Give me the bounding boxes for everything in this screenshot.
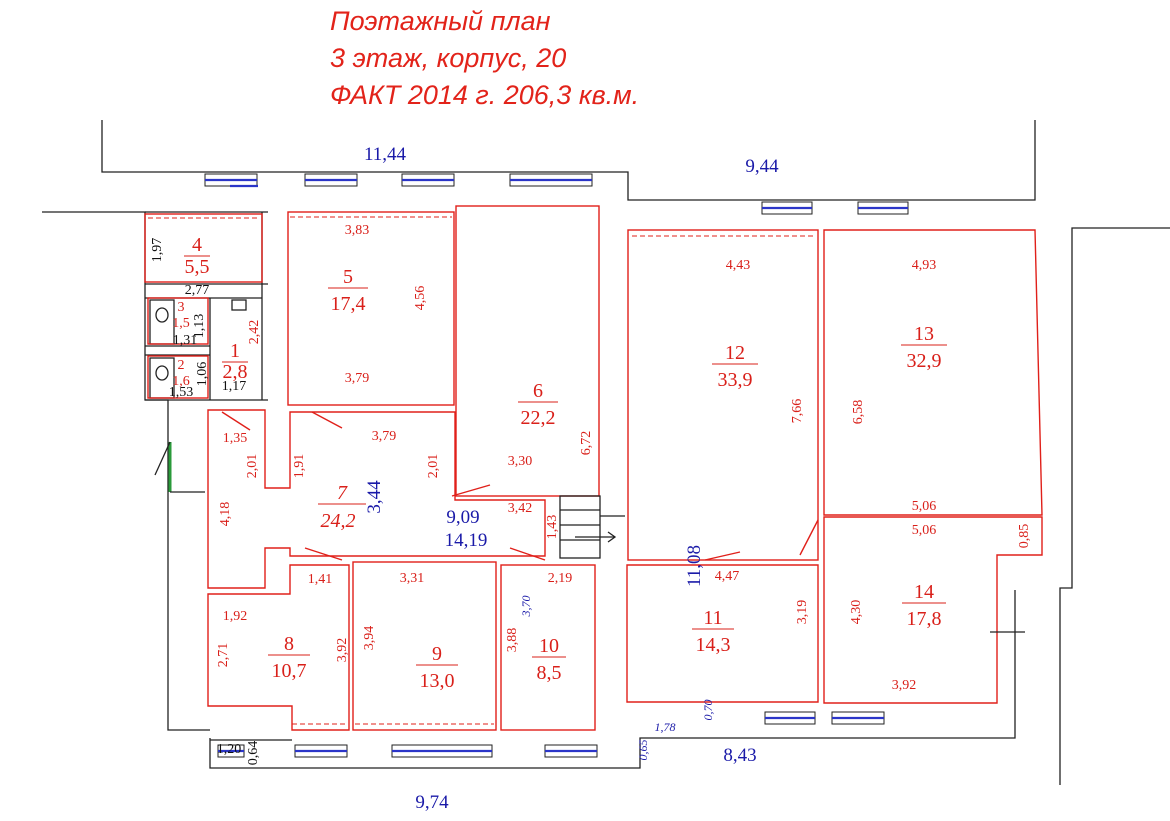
- room-5-number: 5: [343, 266, 353, 288]
- outer-dimensions: 11,44 9,44 9,74 8,43 9,09 14,19 11,08 3,…: [364, 144, 779, 813]
- dim-r11-top: 4,47: [715, 569, 740, 584]
- dim-w-064: 0,64: [246, 741, 261, 766]
- dim-r8-192: 1,92: [223, 609, 248, 624]
- room-12-area: 33,9: [718, 369, 753, 391]
- dim-r3-v: 1,13: [192, 314, 207, 339]
- side-entrance: [154, 441, 1025, 633]
- windows: [204, 173, 909, 758]
- room-1-number: 1: [230, 340, 240, 362]
- dim-r5-bottom: 3,79: [345, 371, 370, 386]
- room-outlines: [144, 205, 1043, 731]
- dim-178: 1,78: [655, 720, 676, 734]
- dim-r10-left: 3,88: [505, 628, 520, 653]
- dim-r6-342: 3,42: [508, 501, 533, 516]
- dim-r5-right: 4,56: [413, 286, 428, 311]
- dim-r8-271: 2,71: [216, 643, 231, 668]
- dim-bottom-right: 8,43: [723, 745, 756, 766]
- dim-r13-v: 6,58: [851, 400, 866, 425]
- dim-r13-top: 4,93: [912, 258, 937, 273]
- room-5-area: 17,4: [331, 293, 366, 315]
- dim-r11-right: 3,19: [795, 600, 810, 625]
- room-labels: 4 5,5 3 1,5 2 1,6 1 2,8 5 17,4 6 22,2 7 …: [172, 234, 947, 692]
- dim-r7-201b: 2,01: [426, 454, 441, 479]
- dim-r5-top: 3,83: [345, 223, 370, 238]
- dim-r2-v: 1,06: [195, 362, 210, 387]
- room-8-number: 8: [284, 633, 294, 655]
- dim-corridor-v: 11,08: [684, 545, 705, 587]
- dim-r1-v: 2,42: [247, 320, 262, 345]
- dim-w-120: 1,20: [217, 742, 242, 757]
- room-8-area: 10,7: [272, 660, 307, 682]
- dim-r3-bottom: 1,31: [173, 333, 198, 348]
- room-6-area: 22,2: [521, 407, 556, 429]
- dim-r4-v: 1,97: [150, 238, 165, 263]
- dim-r12-v: 7,66: [790, 399, 805, 424]
- room-2-area: 1,6: [172, 374, 190, 389]
- dim-r6-672: 6,72: [579, 431, 594, 456]
- room-1-area: 2,8: [223, 361, 248, 383]
- plan-title-line2: 3 этаж, корпус, 20: [330, 43, 567, 73]
- dim-070: 0,70: [701, 700, 715, 721]
- dim-r6-330: 3,30: [508, 454, 533, 469]
- dim-065: 0,65: [636, 740, 650, 761]
- room-9-area: 13,0: [420, 670, 455, 692]
- dim-r14-085: 0,85: [1017, 524, 1032, 549]
- dim-r2-bottom: 1,53: [169, 385, 194, 400]
- room-2-number: 2: [178, 358, 185, 373]
- dim-r6-143: 1,43: [545, 515, 560, 540]
- dim-r9-top: 3,31: [400, 571, 425, 586]
- staircase: [559, 495, 625, 559]
- room-4-number: 4: [192, 234, 202, 256]
- room-7-number: 7: [337, 482, 348, 504]
- dim-top-left: 11,44: [364, 144, 407, 165]
- dim-r9-left: 3,94: [362, 626, 377, 651]
- room-dimensions: 3,83 4,56 3,79 2,42 3,79 1,35 2,01 1,91 …: [216, 223, 1032, 693]
- room-4-area: 5,5: [185, 256, 210, 278]
- dim-r12-top: 4,43: [726, 258, 751, 273]
- room-11-number: 11: [703, 607, 722, 629]
- dim-corridor-w: 9,09: [446, 507, 479, 528]
- room-14-area: 17,8: [907, 608, 942, 630]
- dim-r7-top: 3,79: [372, 429, 397, 444]
- dim-r14-left: 4,30: [849, 600, 864, 625]
- dim-r1-bottom: 1,17: [222, 379, 247, 394]
- dim-370: 3,70: [519, 596, 533, 618]
- room-12-number: 12: [725, 342, 745, 364]
- dim-corridor-l: 14,19: [445, 530, 488, 551]
- dim-r8-141: 1,41: [308, 572, 333, 587]
- dim-r7-191: 1,91: [292, 454, 307, 479]
- room-7-area: 24,2: [321, 510, 356, 532]
- plan-title-line1: Поэтажный план: [330, 6, 551, 36]
- dim-r10-top: 2,19: [548, 571, 573, 586]
- dim-r7-418: 4,18: [218, 502, 233, 527]
- dim-r14-bottom: 3,92: [892, 678, 917, 693]
- dim-room7-v: 3,44: [364, 480, 385, 514]
- dim-top-right: 9,44: [745, 156, 779, 177]
- dim-r4-bottom: 2,77: [185, 283, 210, 298]
- room-3-number: 3: [178, 300, 185, 315]
- dim-r14-top: 5,06: [912, 523, 937, 538]
- dim-r7-135: 1,35: [223, 431, 248, 446]
- room-9-number: 9: [432, 643, 442, 665]
- room-11-area: 14,3: [696, 634, 731, 656]
- plan-title-line3: ФАКТ 2014 г. 206,3 кв.м.: [330, 80, 640, 110]
- room-13-area: 32,9: [907, 350, 942, 372]
- room-10-number: 10: [539, 635, 559, 657]
- dim-r7-201a: 2,01: [245, 454, 260, 479]
- room-6-number: 6: [533, 380, 543, 402]
- room-13-number: 13: [914, 323, 934, 345]
- dim-r8-392: 3,92: [335, 638, 350, 663]
- room-10-area: 8,5: [537, 662, 562, 684]
- building-walls: [42, 120, 1170, 785]
- toilet-fixtures: [147, 297, 247, 399]
- utility-dimensions: 1,97 2,77 1,31 1,13 1,53 1,06 1,17 1,20 …: [150, 238, 261, 766]
- dim-bottom-left: 9,74: [415, 792, 449, 813]
- room-14-number: 14: [914, 581, 934, 603]
- dim-r13-bottom: 5,06: [912, 499, 937, 514]
- room-3-area: 1,5: [172, 316, 190, 331]
